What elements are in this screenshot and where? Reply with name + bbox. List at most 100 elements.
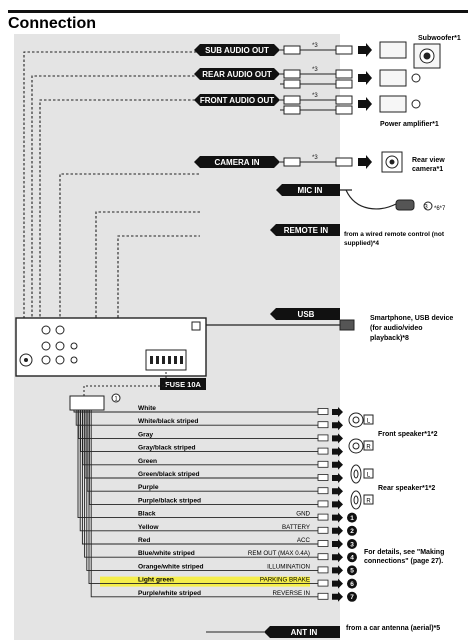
number-circle [347,525,357,536]
mic-in-label: MIC IN [298,186,323,195]
port-tags: SUB AUDIO OUT REAR AUDIO OUT FRONT AUDIO… [194,44,340,638]
wire-line [86,410,318,571]
wire-function-label: REVERSE IN [273,590,310,597]
harness-circle-number: 1 [114,397,118,403]
wire-plug [317,592,329,600]
wire-color-label: Yellow [138,524,159,531]
wire-plug [317,421,329,429]
ant-in-label: ANT IN [291,628,318,637]
wire-color-label: Blue/white striped [138,550,195,557]
wire-plug [317,460,329,468]
rear-left-mark: L [367,473,371,479]
note-front: *3 [312,93,318,99]
power-amp-label: Power amplifier*1 [380,121,439,128]
wire-arrow [332,433,343,444]
wire-arrow [332,499,343,510]
number-circle-label: 6 [350,581,354,588]
wire-arrow [332,459,343,470]
wire-arrow [332,512,343,523]
fuse-label: FUSE 10A [165,380,201,389]
wire-function-label: BATTERY [282,524,310,531]
wire-lines [73,410,318,598]
wire-plug [317,434,329,442]
rear-right-mark: R [366,499,371,505]
number-circle [347,565,357,576]
usb-device-label-1: Smartphone, USB device [370,315,453,322]
port-leads [23,51,200,350]
number-circle-label: 3 [350,541,354,548]
wire-arrow [332,473,343,483]
head-unit [15,317,207,390]
wire-color-label: Purple [138,484,159,491]
wire-plug [317,526,329,534]
wire-line [81,410,318,545]
number-circle [347,512,357,523]
subwoofer-label: Subwoofer*1 [418,35,461,42]
wire-function-label: ILLUMINATION [267,563,310,570]
camera-icon [381,151,403,173]
antenna-label: from a car antenna (aerial)*5 [346,625,440,632]
front-speaker-icons [348,412,374,454]
usb-cable [198,319,355,331]
wire-plugs [317,407,343,602]
wire-arrow [332,539,343,549]
rear-speaker-label: Rear speaker*1*2 [378,485,435,492]
sub-audio-out-label: SUB AUDIO OUT [205,46,269,55]
number-circle-label: 2 [350,528,354,535]
wire-color-label: White [138,405,156,412]
wire-line [88,410,318,585]
number-circle [347,578,357,589]
header-rule [8,10,468,13]
wire-color-label: Green/black striped [138,471,200,478]
camera-label-1: Rear view [412,157,445,164]
details-label-2: connections" (page 27). [364,558,443,565]
number-circle [347,539,357,549]
wire-function-label: GND [296,511,310,518]
front-speaker-label: Front speaker*1*2 [378,431,438,438]
number-circle [347,552,357,563]
wire-color-label: Purple/black striped [138,497,201,504]
wire-function-label: ACC [297,537,311,544]
wire-line [84,410,318,558]
rca-cables [280,45,353,167]
wire-arrow [332,591,343,602]
device-arrows [358,43,372,169]
wire-line [79,410,318,532]
front-audio-out-label: FRONT AUDIO OUT [200,96,274,105]
wire-color-label: Red [138,537,150,544]
highlight-bar [100,576,310,587]
details-label-1: For details, see "Making [364,549,444,556]
wire-color-label: Light green [138,577,174,584]
wire-color-label: Purple/white striped [138,590,201,597]
wire-arrow [332,578,343,589]
wire-line [90,410,318,598]
wire-color-label: White/black striped [138,418,198,425]
number-circle-label: 5 [350,568,354,575]
note-camera: *3 [312,155,318,161]
front-left-mark: L [367,419,371,425]
remote-label-2: supplied)*4 [344,240,379,247]
wire-plug [317,553,329,561]
wire-function-label: REM OUT (MAX 0.4A) [248,550,310,557]
wire-arrow [332,486,343,497]
number-circle-label: 4 [350,555,354,562]
front-right-mark: R [366,445,371,451]
wire-arrow [332,446,343,457]
wire-arrow [332,565,343,576]
remote-label-1: from a wired remote control (not [344,231,445,238]
wire-arrow [332,407,343,417]
wire-color-label: Gray [138,431,153,438]
wire-plug [317,474,329,481]
wire-plug [317,500,329,508]
rear-audio-out-label: REAR AUDIO OUT [202,70,272,79]
number-circle [347,591,357,602]
wire-color-label: Gray/black striped [138,445,196,452]
number-circle-label: 1 [350,515,354,522]
camera-in-label: CAMERA IN [214,158,259,167]
wire-color-label: Black [138,511,156,518]
note-rear: *3 [312,67,318,73]
wire-plug [317,408,329,415]
usb-device-label-2: (for audio/video [370,325,423,332]
remote-in-label: REMOTE IN [284,226,329,235]
